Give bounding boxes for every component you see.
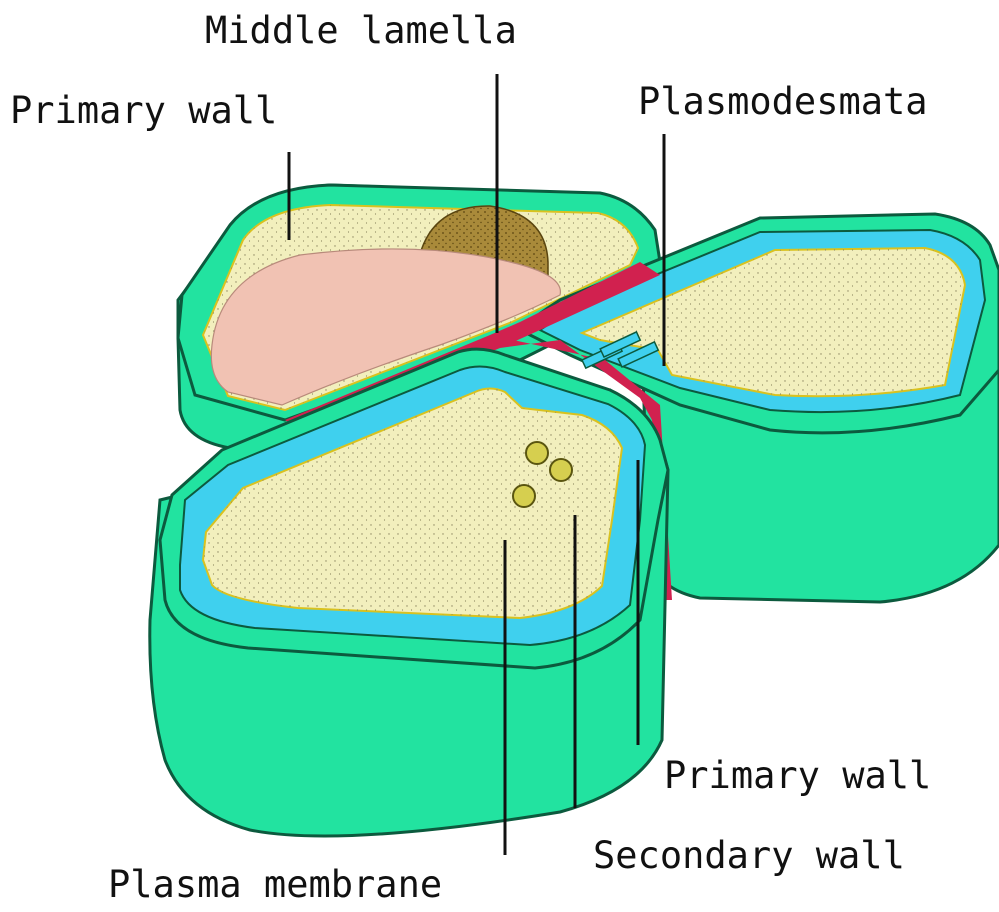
label-plasma-membrane: Plasma membrane	[108, 866, 442, 903]
label-primary-wall-bottom: Primary wall	[664, 757, 931, 794]
label-plasmodesmata: Plasmodesmata	[638, 83, 928, 120]
label-middle-lamella: Middle lamella	[205, 12, 517, 49]
organelle	[550, 459, 572, 481]
label-secondary-wall: Secondary wall	[593, 837, 905, 874]
organelle	[526, 442, 548, 464]
label-primary-wall-top: Primary wall	[10, 92, 277, 129]
organelle	[513, 485, 535, 507]
